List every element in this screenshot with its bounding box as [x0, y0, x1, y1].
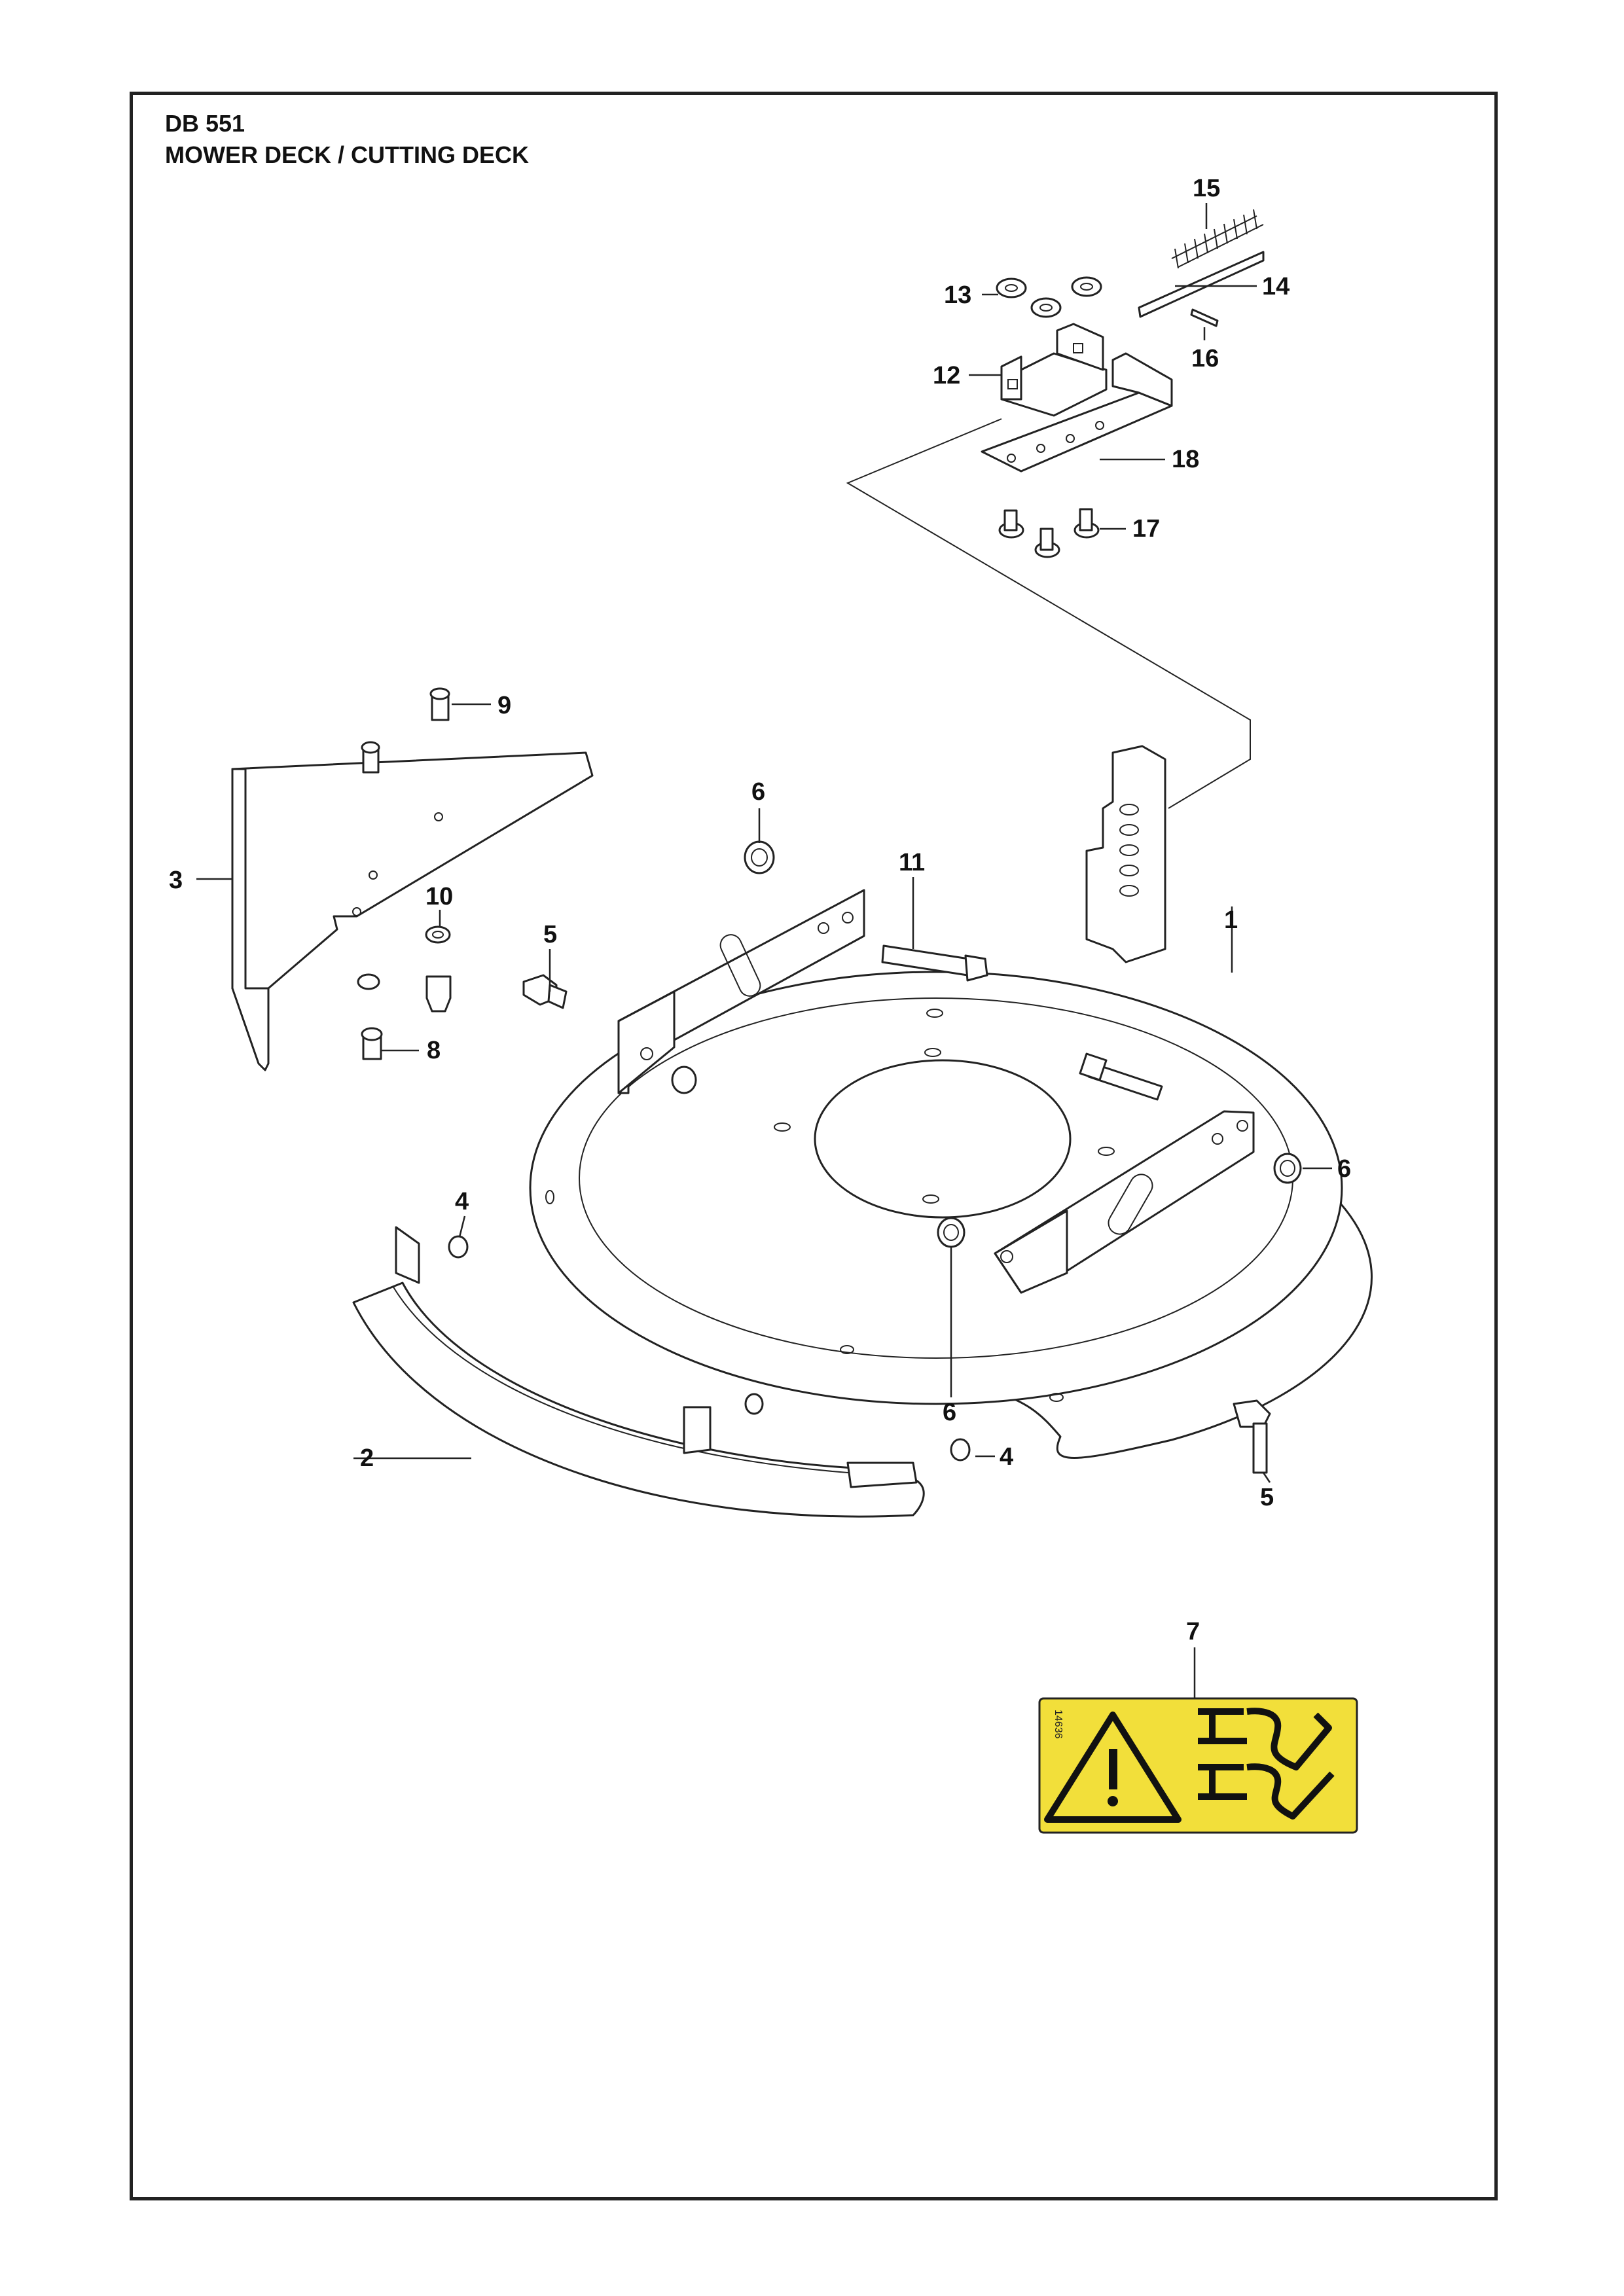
deck-bracket-right [994, 1110, 1255, 1294]
callout-3: 3 [169, 867, 183, 894]
bolt-5-left [522, 974, 568, 1009]
plate-18 [981, 352, 1173, 473]
nut-13-b [1071, 276, 1102, 297]
callout-8: 8 [427, 1037, 441, 1064]
screw-9 [429, 687, 450, 721]
bolt-17-c [1074, 508, 1100, 539]
nut-13-c [1030, 297, 1062, 318]
model-number: DB 551 [165, 110, 245, 137]
deck-bracket-left [617, 889, 865, 1094]
callout-7: 7 [1186, 1618, 1200, 1645]
callout-14: 14 [1262, 273, 1290, 300]
callout-13: 13 [944, 281, 971, 309]
spring-15 [1171, 209, 1264, 269]
grommet-6-center [937, 1217, 965, 1248]
front-guard [352, 1226, 925, 1518]
side-chute-cover [231, 751, 594, 1071]
callout-1: 1 [1224, 906, 1238, 934]
screw-cover-top [361, 741, 380, 774]
grommet-deck-left [671, 1066, 697, 1094]
callout-6: 6 [1337, 1155, 1351, 1183]
hand-lever-icon [1198, 1708, 1332, 1770]
decal-code: 14636 [1053, 1710, 1064, 1739]
washer-left [357, 973, 380, 990]
callout-5: 5 [1260, 1484, 1274, 1511]
callout-10: 10 [425, 883, 453, 910]
page-title: MOWER DECK / CUTTING DECK [165, 141, 529, 168]
bolt-11 [881, 944, 988, 982]
assembly-link-line [846, 418, 1251, 809]
callout-2: 2 [360, 1444, 374, 1472]
grommet-6-top [744, 840, 775, 874]
callout-9: 9 [497, 692, 511, 719]
callout-5: 5 [543, 921, 557, 948]
bolt-17-a [998, 509, 1024, 539]
height-adjust-plate [1085, 745, 1166, 963]
screw-8 [361, 1027, 383, 1060]
bumper-4-left [448, 1235, 469, 1259]
callout-16: 16 [1191, 345, 1219, 372]
callout-12: 12 [933, 362, 960, 389]
nut-13-a [996, 278, 1027, 298]
callout-labels: 1 2 3 4 4 5 5 6 6 6 7 8 9 10 11 12 13 14… [169, 175, 1351, 1645]
hand-lever-check-icon [1198, 1763, 1335, 1820]
pin-16 [1190, 308, 1219, 327]
grommet-6-right [1273, 1153, 1302, 1184]
callout-6: 6 [943, 1399, 956, 1426]
bolt-deck-right [1079, 1052, 1163, 1101]
nut-insert [425, 975, 452, 1013]
washer-10 [425, 925, 451, 944]
callout-17: 17 [1132, 515, 1160, 543]
callout-11: 11 [899, 849, 925, 876]
warning-triangle-icon [1044, 1712, 1182, 1823]
bumper-4-right [950, 1438, 971, 1462]
callout-6: 6 [751, 778, 765, 806]
bolt-5-right [1233, 1399, 1271, 1474]
rod-14 [1138, 251, 1265, 318]
leader-lines [196, 203, 1332, 1698]
bolt-17-b [1034, 528, 1060, 558]
diagram-frame [130, 92, 1498, 2200]
bumper-loose [744, 1393, 764, 1415]
bracket-12 [1000, 323, 1108, 417]
callout-18: 18 [1172, 446, 1199, 473]
callout-4: 4 [1000, 1443, 1013, 1471]
callout-4: 4 [455, 1188, 469, 1215]
warning-decal: 14636 [1038, 1697, 1358, 1834]
callout-15: 15 [1193, 175, 1220, 202]
